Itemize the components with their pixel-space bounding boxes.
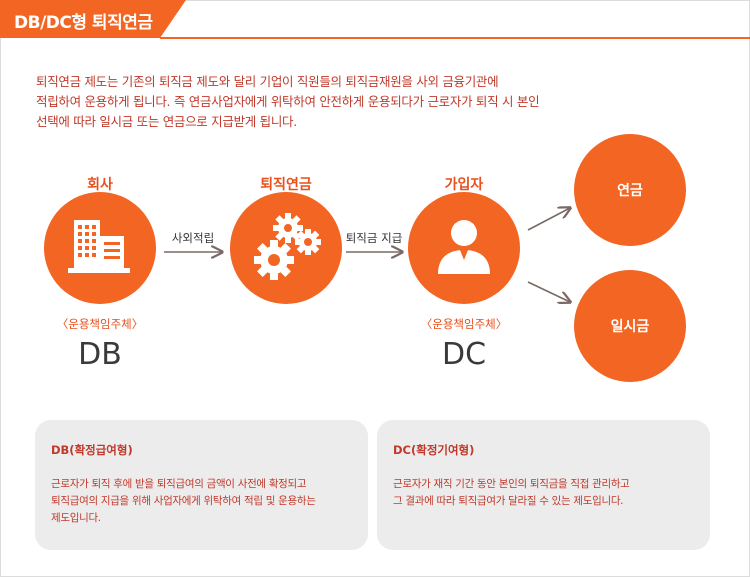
building-icon: [68, 220, 130, 273]
arrow2-label: 퇴직금 지급: [345, 231, 403, 245]
db-type-label: DB: [78, 337, 122, 372]
dc-box-title: DC(확정기여형): [393, 443, 475, 457]
dc-box-line-1: 근로자가 재직 기간 동안 본인의 퇴직금을 직접 관리하고: [393, 478, 630, 490]
arrow1-label: 사외적립: [171, 231, 215, 245]
dc-description-box: DC(확정기여형) 근로자가 재직 기간 동안 본인의 퇴직금을 직접 관리하고…: [377, 420, 710, 550]
gears-icon: [254, 213, 321, 280]
person-icon: [438, 220, 490, 274]
dc-type-label: DC: [441, 337, 487, 372]
annuity-circle: 연금: [574, 134, 686, 246]
intro-line-3: 선택에 따라 일시금 또는 연금으로 지급받게 됩니다.: [36, 114, 297, 129]
page-title: DB/DC형 퇴직연금: [14, 13, 153, 33]
db-box-line-3: 제도입니다.: [51, 512, 101, 524]
annuity-label: 연금: [617, 183, 643, 199]
intro-line-2: 적립하여 운용하게 됩니다. 즉 연금사업자에게 위탁하여 안전하게 운용되다가…: [36, 94, 540, 109]
dc-box-line-2: 그 결과에 따라 퇴직급여가 달라질 수 있는 제도입니다.: [393, 495, 624, 507]
pension-label: 퇴직연금: [260, 177, 312, 193]
member-circle: [408, 192, 520, 304]
member-responsibility-note: 〈운용책임주체〉: [420, 317, 508, 331]
intro-line-1: 퇴직연금 제도는 기존의 퇴직금 제도와 달리 기업이 직원들의 퇴직금재원을 …: [36, 74, 499, 89]
company-label: 회사: [87, 177, 113, 193]
db-box-title: DB(확정급여형): [51, 443, 133, 457]
title-underline: [160, 37, 750, 39]
company-responsibility-note: 〈운용책임주체〉: [56, 317, 144, 331]
intro-text: 퇴직연금 제도는 기존의 퇴직금 제도와 달리 기업이 직원들의 퇴직금재원을 …: [36, 72, 686, 132]
db-box-line-1: 근로자가 퇴직 후에 받을 퇴직급여의 금액이 사전에 확정되고: [51, 478, 307, 490]
member-label: 가입자: [444, 177, 484, 193]
lump-sum-circle: 일시금: [574, 270, 686, 382]
company-circle: [44, 192, 156, 304]
db-box-line-2: 퇴직급여의 지급을 위해 사업자에게 위탁하여 적립 및 운용하는: [51, 495, 316, 507]
title-tab: DB/DC형 퇴직연금: [0, 0, 186, 38]
lump-sum-label: 일시금: [610, 319, 650, 335]
db-description-box: DB(확정급여형) 근로자가 퇴직 후에 받을 퇴직급여의 금액이 사전에 확정…: [35, 420, 368, 550]
pension-circle: [230, 192, 342, 304]
